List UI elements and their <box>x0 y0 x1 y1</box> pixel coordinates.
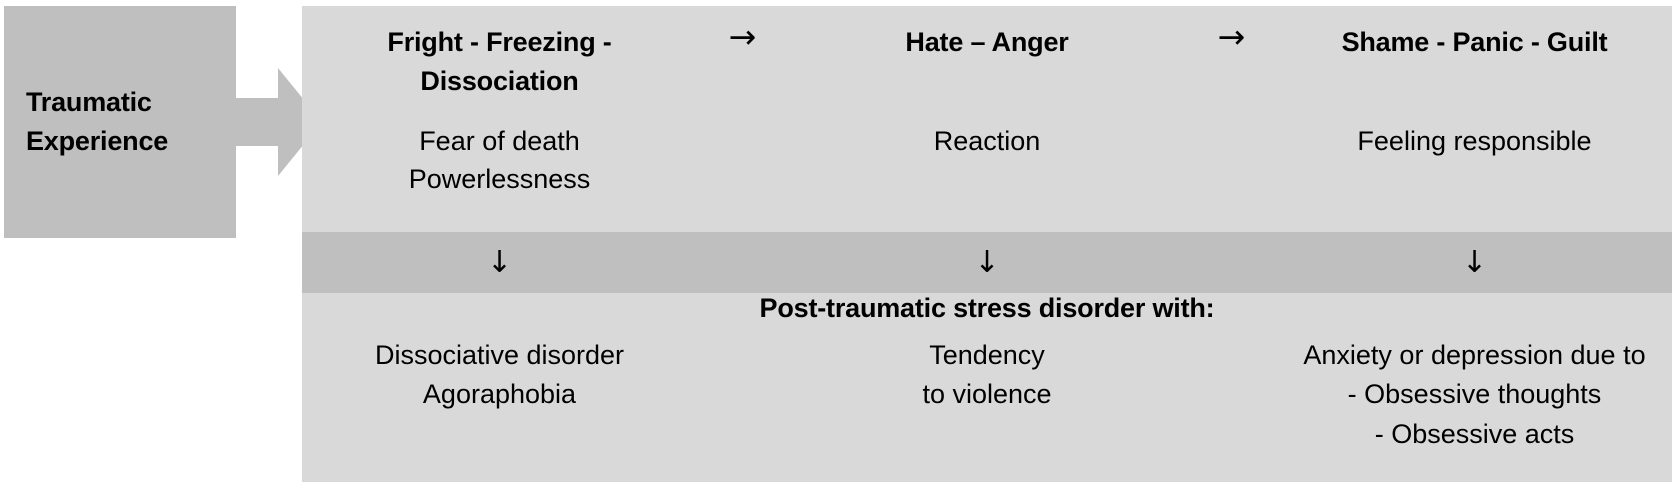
source-block-label: Traumatic Experience <box>26 86 169 156</box>
stage-header-1: Fright - Freezing - Dissociation <box>302 6 697 101</box>
down-arrow-2-icon: ↓ <box>974 244 1000 280</box>
source-block: Traumatic Experience <box>4 6 236 238</box>
outcome-2: Tendency to violence <box>922 340 1052 410</box>
stage-header-2: Hate – Anger <box>788 6 1186 62</box>
stage-description-3: Feeling responsible <box>1357 126 1592 156</box>
stage-separator-arrow-1-icon: → <box>728 17 757 56</box>
stage-title-3: Shame - Panic - Guilt <box>1341 27 1608 57</box>
outcome-row: Dissociative disorder Agoraphobia Tenden… <box>302 336 1672 454</box>
down-arrow-3-icon: ↓ <box>1461 244 1488 280</box>
stage-title-1: Fright - Freezing - Dissociation <box>387 27 612 97</box>
outcome-heading: Post-traumatic stress disorder with: <box>759 293 1215 323</box>
stage-title-2: Hate – Anger <box>905 27 1069 57</box>
outcome-1: Dissociative disorder Agoraphobia <box>374 340 625 410</box>
outcome-3: Anxiety or depression due to - Obsessive… <box>1303 340 1646 449</box>
stage-header-row: Fright - Freezing - Dissociation → Hate … <box>302 6 1672 114</box>
right-arrow-icon <box>232 62 322 182</box>
stage-description-1: Fear of death Powerlessness <box>408 126 591 195</box>
down-arrow-band: ↓ ↓ ↓ <box>302 232 1672 293</box>
stage-header-3: Shame - Panic - Guilt <box>1277 6 1672 62</box>
stage-separator-arrow-2-icon: → <box>1217 17 1246 56</box>
stage-description-2: Reaction <box>933 126 1041 156</box>
stage-description-row: Fear of death Powerlessness Reaction Fee… <box>302 114 1672 232</box>
main-panel: Fright - Freezing - Dissociation → Hate … <box>302 6 1672 482</box>
down-arrow-1-icon: ↓ <box>486 244 513 280</box>
